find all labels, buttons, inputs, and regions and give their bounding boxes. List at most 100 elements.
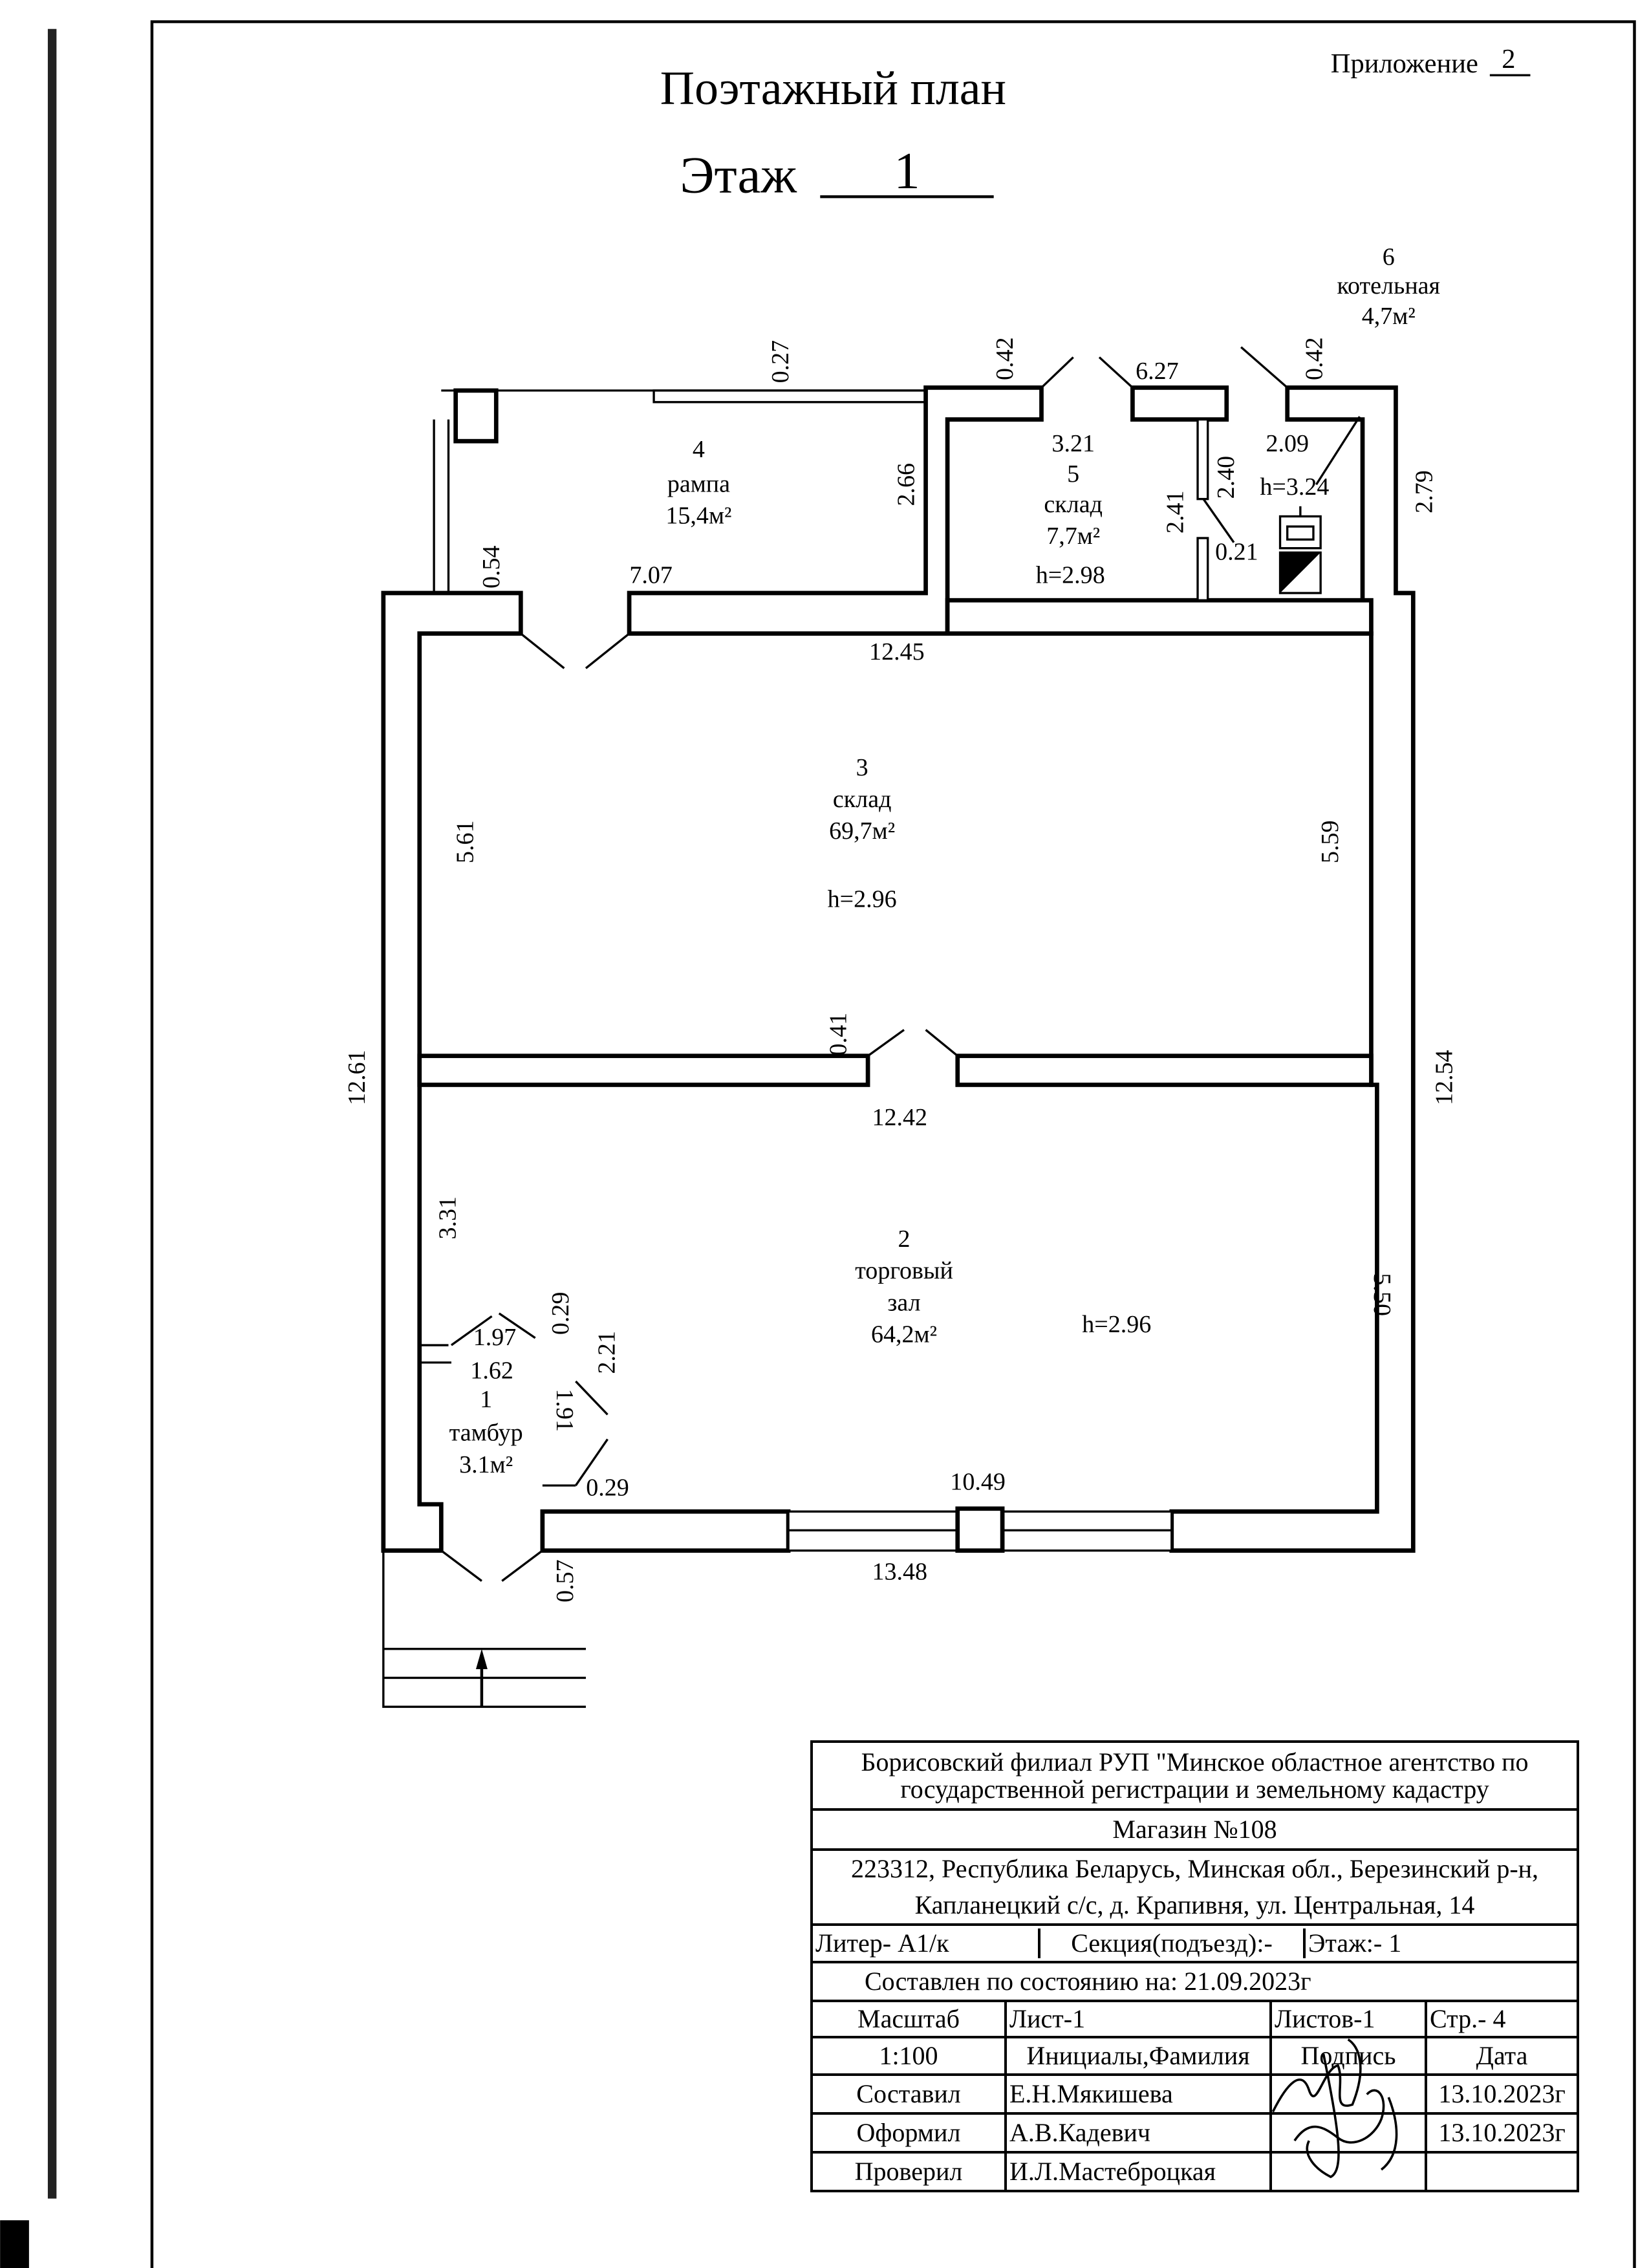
window-pillar bbox=[955, 1506, 1005, 1553]
leader-line bbox=[1315, 416, 1361, 486]
entrance-arrow-icon bbox=[475, 1648, 488, 1670]
boiler-icon bbox=[1278, 506, 1322, 594]
sheets-count: Листов-1 bbox=[1269, 2000, 1427, 2038]
name-compiled: Е.Н.Мякишева bbox=[1004, 2073, 1272, 2115]
wall-pier bbox=[1130, 385, 1229, 422]
dim-top-left-wall: 0.42 bbox=[991, 337, 1018, 380]
name-formatted: А.В.Кадевич bbox=[1004, 2112, 1272, 2154]
room5-height: h=2.98 bbox=[1036, 561, 1105, 589]
room6-height: h=3.24 bbox=[1260, 473, 1329, 501]
room5-area: 7,7м² bbox=[1046, 523, 1100, 550]
room5-name: склад bbox=[1044, 491, 1103, 518]
inner-wall-east bbox=[955, 1053, 1374, 1087]
dim-tambour-c: 1.62 bbox=[470, 1357, 513, 1384]
page-frame bbox=[150, 20, 1636, 2268]
dim-room2-right: 5.50 bbox=[1368, 1273, 1396, 1316]
room3-name: склад bbox=[833, 786, 892, 813]
dim-room2-width: 12.42 bbox=[872, 1104, 928, 1131]
dim-tambour-wall-bottom: 0.29 bbox=[586, 1474, 629, 1502]
appendix-number: 2 bbox=[1502, 44, 1515, 74]
door-swings bbox=[440, 346, 1288, 1582]
role-compiled: Составил bbox=[810, 2073, 1007, 2115]
dim-entrance-wall: 0.57 bbox=[552, 1559, 579, 1603]
object-name: Магазин №108 bbox=[810, 1808, 1580, 1851]
room5-number: 5 bbox=[1067, 460, 1079, 488]
scan-edge-mark bbox=[47, 28, 57, 2199]
dim-partition-thickness: 0.21 bbox=[1215, 539, 1258, 566]
room3-area: 69,7м² bbox=[829, 817, 895, 845]
dim-partition-a: 2.40 bbox=[1212, 456, 1240, 499]
page-number: Стр.- 4 bbox=[1424, 2000, 1580, 2038]
room6-name: котельная bbox=[1337, 272, 1441, 299]
section: Секция(подъезд):- bbox=[1039, 1928, 1306, 1958]
leader-line bbox=[1202, 498, 1235, 543]
dim-tambour-a: 1.97 bbox=[473, 1324, 517, 1351]
partition-lower bbox=[1196, 537, 1209, 601]
room2-number: 2 bbox=[898, 1226, 911, 1253]
room2-height: h=2.96 bbox=[1082, 1311, 1151, 1338]
role-formatted: Оформил bbox=[810, 2112, 1007, 2154]
dim-overall-left: 12.61 bbox=[343, 1050, 371, 1105]
dim-room2-left: 3.31 bbox=[435, 1196, 462, 1240]
floor-number: 1 bbox=[894, 142, 920, 200]
room1-name: тамбур bbox=[449, 1420, 523, 1447]
date-formatted: 13.10.2023г bbox=[1424, 2112, 1580, 2154]
room5-south-wall bbox=[945, 598, 1374, 636]
room4-name: рампа bbox=[667, 470, 730, 497]
address-line2: Капланецкий с/с, д. Крапивня, ул. Центра… bbox=[810, 1887, 1580, 1926]
floor-label: Этаж bbox=[680, 146, 797, 204]
signature-cell bbox=[1269, 2112, 1427, 2154]
dim-top-right-wall: 0.42 bbox=[1300, 337, 1328, 380]
dim-partition-b: 2.41 bbox=[1162, 490, 1189, 534]
col-date-header: Дата bbox=[1424, 2036, 1580, 2076]
scale-value: 1:100 bbox=[810, 2036, 1007, 2076]
dim-ramp-height: 2.66 bbox=[893, 463, 920, 506]
dim-overall-bottom: 13.48 bbox=[872, 1558, 928, 1585]
date-compiled: 13.10.2023г bbox=[1424, 2073, 1580, 2115]
room3-number: 3 bbox=[856, 754, 868, 781]
room4-area: 15,4м² bbox=[665, 502, 731, 530]
scan-corner-mark bbox=[0, 2220, 29, 2268]
entrance-steps bbox=[382, 1550, 586, 1708]
dim-overall-right: 12.54 bbox=[1431, 1050, 1458, 1105]
organization: Борисовский филиал РУП "Минское областно… bbox=[810, 1740, 1580, 1811]
dim-room5-width: 3.21 bbox=[1051, 430, 1095, 457]
ramp-wall bbox=[652, 389, 927, 404]
name-checked: И.Л.Мастеброцкая bbox=[1004, 2151, 1272, 2192]
dim-ramp-width: 7.07 bbox=[629, 561, 673, 589]
date-checked bbox=[1424, 2151, 1580, 2192]
dim-ramp-wall: 0.27 bbox=[767, 340, 794, 383]
page-title: Поэтажный план bbox=[660, 61, 1006, 114]
dim-room3-width: 12.45 bbox=[869, 638, 925, 665]
room2-area: 64,2м² bbox=[871, 1321, 937, 1348]
dim-room6-width: 2.09 bbox=[1266, 430, 1309, 457]
dim-inner-wall: 0.41 bbox=[825, 1013, 852, 1056]
room6-area: 4,7м² bbox=[1362, 303, 1416, 330]
dim-top-middle: 6.27 bbox=[1136, 358, 1179, 385]
liter: Литер- А1/к bbox=[813, 1928, 1040, 1958]
room2-name-line1: торговый bbox=[855, 1257, 953, 1284]
sheet: Лист-1 bbox=[1004, 2000, 1272, 2038]
south-wall-west bbox=[540, 1509, 791, 1553]
appendix-label: Приложение bbox=[1331, 49, 1478, 79]
scale-label: Масштаб bbox=[810, 2000, 1007, 2038]
room6-number: 6 bbox=[1383, 243, 1395, 270]
dim-tambour-d: 1.91 bbox=[551, 1388, 578, 1432]
role-checked: Проверил bbox=[810, 2151, 1007, 2192]
room1-number: 1 bbox=[480, 1386, 492, 1413]
dim-room3-right: 5.59 bbox=[1317, 820, 1344, 863]
address-line1: 223312, Республика Беларусь, Минская обл… bbox=[810, 1848, 1580, 1887]
col-name-header: Инициалы,Фамилия bbox=[1004, 2036, 1272, 2076]
title-block: Борисовский филиал РУП "Минское областно… bbox=[810, 1740, 1580, 2192]
signature-cell bbox=[1269, 2073, 1427, 2115]
signature-cell bbox=[1269, 2151, 1427, 2192]
room1-area: 3.1м² bbox=[459, 1451, 513, 1478]
col-signature-header: Подпись bbox=[1269, 2036, 1427, 2076]
floor-info: Этаж:- 1 bbox=[1308, 1928, 1402, 1958]
inner-wall-west bbox=[417, 1053, 870, 1087]
outer-wall bbox=[381, 590, 523, 1553]
dim-tambour-b: 2.21 bbox=[594, 1331, 621, 1374]
partition-upper bbox=[1196, 418, 1209, 501]
room2-name-line2: зал bbox=[887, 1289, 920, 1316]
